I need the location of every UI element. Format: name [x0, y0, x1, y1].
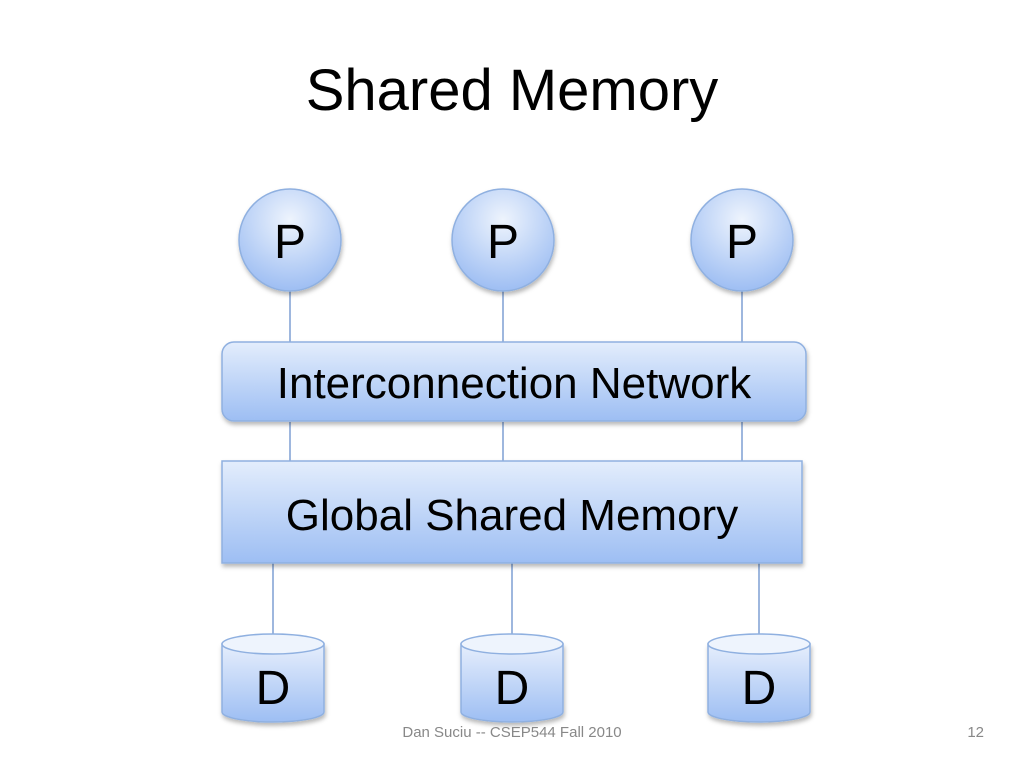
disk-body	[460, 643, 564, 723]
disk-body	[221, 643, 325, 723]
processor-node: P	[238, 188, 342, 292]
disk-label: D	[256, 662, 291, 715]
disk-top	[707, 633, 811, 655]
processor-node: P	[690, 188, 794, 292]
processor-node: P	[451, 188, 555, 292]
network-label: Interconnection Network	[277, 359, 752, 408]
disk-label: D	[742, 662, 777, 715]
global-shared-memory-box: Global Shared Memory	[221, 460, 803, 564]
processor-label: P	[726, 216, 758, 269]
processor-label: P	[487, 216, 519, 269]
processor-label: P	[274, 216, 306, 269]
slide-title: Shared Memory	[305, 58, 719, 123]
interconnection-network-box: Interconnection Network	[221, 341, 807, 422]
disk-top	[460, 633, 564, 655]
page-number: 12	[967, 724, 984, 741]
disk-node: D	[221, 633, 325, 723]
disk-body	[707, 643, 811, 723]
disk-node: D	[707, 633, 811, 723]
disk-top	[221, 633, 325, 655]
disk-node: D	[460, 633, 564, 723]
disk-label: D	[495, 662, 530, 715]
connector-lines	[272, 290, 760, 634]
slide-footer: Dan Suciu -- CSEP544 Fall 2010	[402, 724, 622, 741]
memory-label: Global Shared Memory	[286, 491, 738, 540]
